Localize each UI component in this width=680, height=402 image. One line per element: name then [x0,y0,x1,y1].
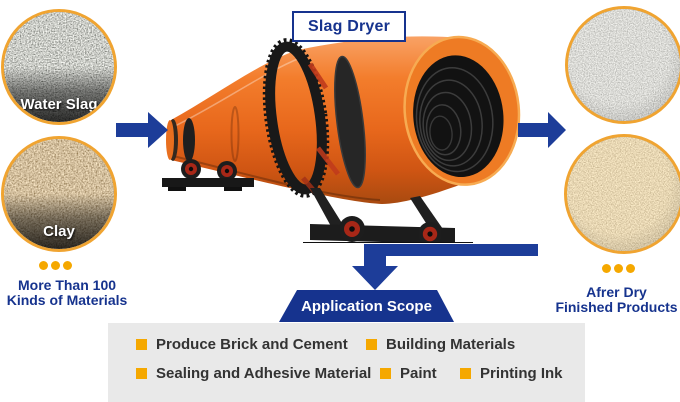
application-item: Building Materials [366,336,515,353]
photo-shadow [4,12,114,122]
square-bullet-icon [366,339,377,350]
application-item: Produce Brick and Cement [136,336,348,353]
caption-line: Finished Products [555,299,678,315]
elbow-down-arrow-icon [352,244,538,290]
three-dots-icon [602,264,635,273]
dry-sand-texture [567,137,680,251]
product-photo-dry-sand [564,134,680,254]
dot-icon [614,264,623,273]
dot-icon [39,261,48,270]
input-caption: More Than 100 Kinds of Materials [0,278,134,308]
photo-shadow [568,9,680,121]
square-bullet-icon [460,368,471,379]
application-item: Paint [380,365,437,382]
application-label: Produce Brick and Cement [156,336,348,353]
product-photo-dry-gray [565,6,680,124]
caption-line: Kinds of Materials [6,292,128,308]
three-dots-icon [39,261,72,270]
material-photo-water-slag: Water Slag [1,9,117,125]
title-box: Slag Dryer [292,11,406,42]
caption-line: More Than 100 [17,277,117,293]
material-label: Clay [43,223,75,240]
arrow-right-icon [116,112,168,148]
dot-icon [51,261,60,270]
square-bullet-icon [136,368,147,379]
applications-panel: Produce Brick and Cement Building Materi… [108,323,585,402]
application-item: Sealing and Adhesive Material [136,365,371,382]
rotary-dryer-machine-image [162,35,521,243]
photo-shadow [567,137,680,251]
material-photo-clay: Clay [1,136,117,252]
application-label: Printing Ink [480,365,563,382]
output-caption: Afrer Dry Finished Products [553,285,680,315]
photo-shadow [4,139,114,249]
application-item: Printing Ink [460,365,563,382]
dry-powder-texture [568,9,680,121]
square-bullet-icon [136,339,147,350]
square-bullet-icon [380,368,391,379]
arrow-right-icon [518,112,566,148]
application-label: Building Materials [386,336,516,353]
dot-icon [63,261,72,270]
dot-icon [602,264,611,273]
application-scope-banner: Application Scope [279,290,454,322]
page-title: Slag Dryer [307,17,391,35]
dot-icon [626,264,635,273]
caption-line: Afrer Dry [586,284,647,300]
banner-label: Application Scope [301,297,432,315]
application-label: Paint [400,365,437,382]
material-label: Water Slag [20,96,98,113]
application-label: Sealing and Adhesive Material [156,365,372,382]
